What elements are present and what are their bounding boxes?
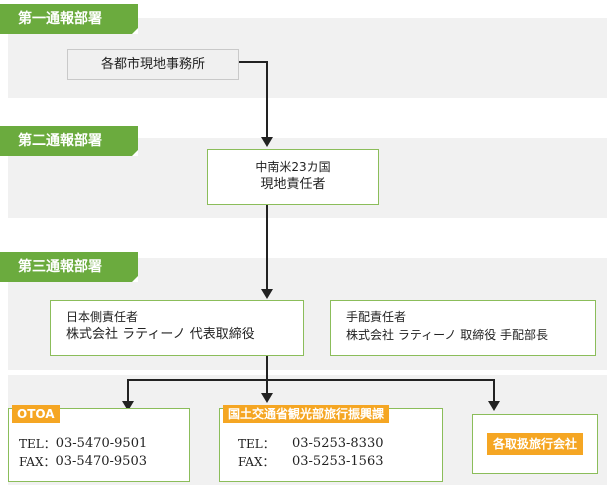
node-local-manager: 中南米23カ国 現地責任者 [207, 149, 379, 205]
otoa-fax-label: FAX： [19, 455, 56, 469]
section-tag-3: 第三通報部署 [0, 252, 138, 282]
node-municipal-office: 各都市現地事務所 [67, 49, 239, 80]
node-japan-manager-line1: 日本側責任者 [66, 310, 139, 324]
node-arranger: 手配責任者 株式会社 ラティーノ 取締役 手配部長 [330, 300, 596, 356]
node-local-manager-line2: 現地責任者 [260, 177, 326, 192]
arrow-to-japan-manager [261, 289, 273, 299]
connector-mlit-v [266, 379, 268, 393]
connector-local-v [266, 204, 268, 289]
otoa-title: OTOA [12, 405, 60, 423]
node-otoa: OTOA TEL： 03-5470-9501 FAX： 03-5470-9503 [8, 405, 190, 482]
node-local-manager-line1: 中南米23カ国 [255, 160, 331, 174]
arrow-to-local-manager [261, 137, 273, 147]
connector-japan-v [266, 355, 268, 380]
section-tag-1: 第一通報部署 [0, 4, 138, 34]
otoa-tel-value: 03-5470-9501 [55, 436, 148, 451]
connector-municipal-h [239, 61, 268, 63]
arrow-to-mlit [261, 393, 273, 403]
mlit-fax-label: FAX： [238, 455, 275, 469]
mlit-tel-value: 03-5253-8330 [292, 436, 384, 451]
node-japan-manager: 日本側責任者 株式会社 ラティーノ 代表取締役 [50, 300, 304, 356]
mlit-tel-label: TEL： [238, 437, 275, 451]
connector-otoa-v [127, 379, 129, 401]
otoa-fax-value: 03-5470-9503 [55, 454, 148, 469]
node-mlit: 国土交通省観光部旅行振興課 TEL： 03-5253-8330 FAX： 03-… [219, 405, 443, 482]
arrow-to-otoa [122, 401, 134, 411]
connector-municipal-v [266, 61, 268, 137]
agencies-title: 各取扱旅行会社 [486, 433, 583, 455]
mlit-fax-value: 03-5253-1563 [292, 454, 384, 469]
arrow-to-agencies [488, 401, 500, 411]
connector-bottom-h [127, 379, 495, 381]
node-arranger-line1: 手配責任者 [346, 310, 407, 324]
otoa-tel-label: TEL： [19, 437, 56, 451]
node-arranger-line2: 株式会社 ラティーノ 取締役 手配部長 [346, 328, 549, 342]
mlit-title: 国土交通省観光部旅行振興課 [223, 405, 390, 423]
connector-agencies-v [493, 379, 495, 401]
node-municipal-office-label: 各都市現地事務所 [100, 57, 205, 72]
section-tag-2: 第二通報部署 [0, 126, 138, 156]
node-travel-agencies: 各取扱旅行会社 [472, 414, 598, 474]
node-japan-manager-line2: 株式会社 ラティーノ 代表取締役 [66, 327, 255, 342]
